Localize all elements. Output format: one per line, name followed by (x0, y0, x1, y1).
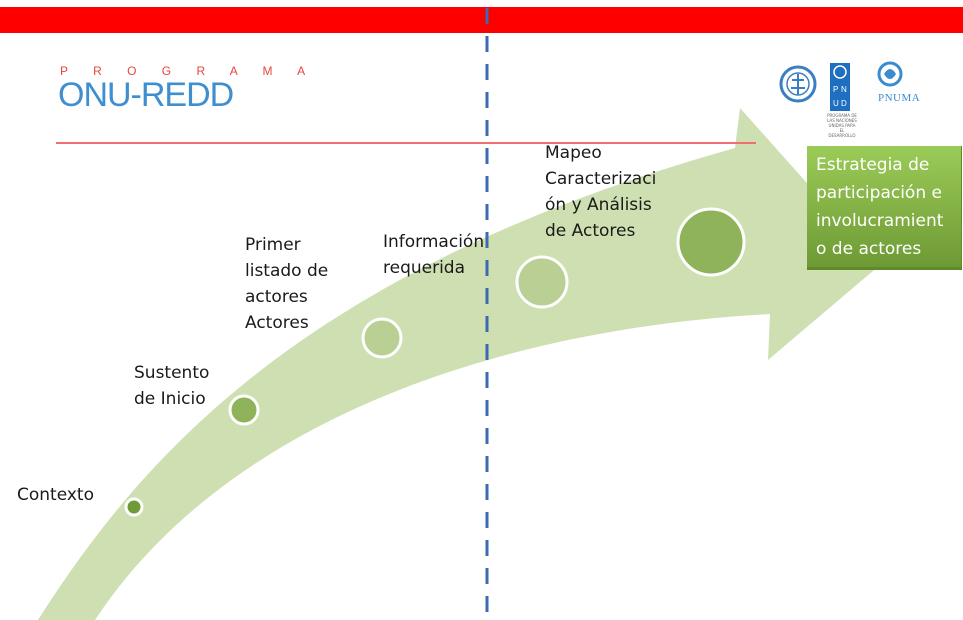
top-margin (0, 0, 963, 7)
step-circle-informacion[interactable] (515, 255, 569, 309)
step-label-informacion: Información requerida (383, 232, 485, 278)
undp-logo: P N U D (830, 63, 850, 111)
step-label-contexto: Contexto (17, 485, 94, 505)
svg-text:P: P (833, 85, 838, 94)
step-label-listado: Primer listado de actores Actores (245, 235, 329, 333)
top-red-bar (0, 7, 963, 33)
svg-text:D: D (841, 99, 847, 108)
step-circle-listado[interactable] (361, 317, 403, 359)
step-circle-mapeo[interactable] (676, 207, 746, 277)
pnud-subtext: PROGRAMA DE LAS NACIONES UNIDAS PARA EL … (827, 113, 857, 138)
pnuma-label: PNUMA (878, 92, 921, 104)
step-label-sustento: Sustento de Inicio (134, 363, 210, 409)
step-circle-contexto[interactable] (124, 497, 144, 517)
svg-text:U: U (833, 99, 839, 108)
fao-logo (779, 65, 817, 103)
svg-text:N: N (841, 85, 847, 94)
header-divider-line (56, 142, 756, 144)
progress-arrow (38, 108, 880, 620)
goal-box-estrategia[interactable]: Estrategia de participación e involucram… (807, 146, 962, 270)
unep-logo (877, 61, 903, 87)
logo-onu-redd: ONU-REDD (58, 76, 234, 114)
step-circle-sustento[interactable] (228, 394, 260, 426)
logo-programa-text: P R O G R A M A (60, 64, 317, 78)
step-label-mapeo: Mapeo Caracterizaci ón y Análisis de Act… (545, 143, 657, 241)
